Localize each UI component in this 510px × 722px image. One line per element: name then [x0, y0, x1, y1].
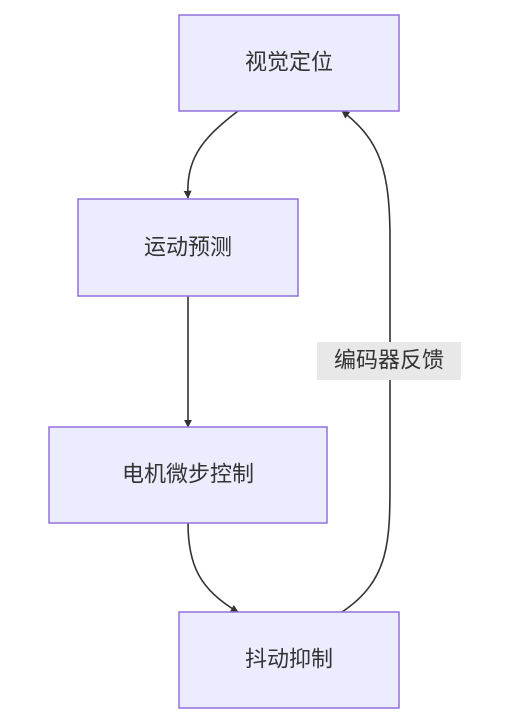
edge-control-to-jitter — [187, 522, 239, 613]
node-box — [77, 198, 299, 297]
node-label: 视觉定位 — [245, 51, 333, 76]
node-visual-positioning: 视觉定位 — [178, 14, 400, 112]
node-motor-microstep-control: 电机微步控制 — [48, 426, 328, 524]
node-box — [178, 14, 400, 112]
node-label: 电机微步控制 — [122, 463, 254, 488]
node-label: 运动预测 — [144, 236, 232, 261]
edge-visual-to-motion — [183, 110, 239, 199]
node-box — [48, 426, 328, 524]
edge-label-encoder-feedback: 编码器反馈 — [317, 342, 461, 380]
edge-label-text: 编码器反馈 — [334, 349, 444, 374]
node-jitter-suppression: 抖动抑制 — [178, 611, 400, 709]
node-box — [178, 611, 400, 709]
node-label: 抖动抑制 — [245, 648, 333, 673]
node-motion-prediction: 运动预测 — [77, 198, 299, 297]
edge-label-background — [317, 342, 461, 380]
